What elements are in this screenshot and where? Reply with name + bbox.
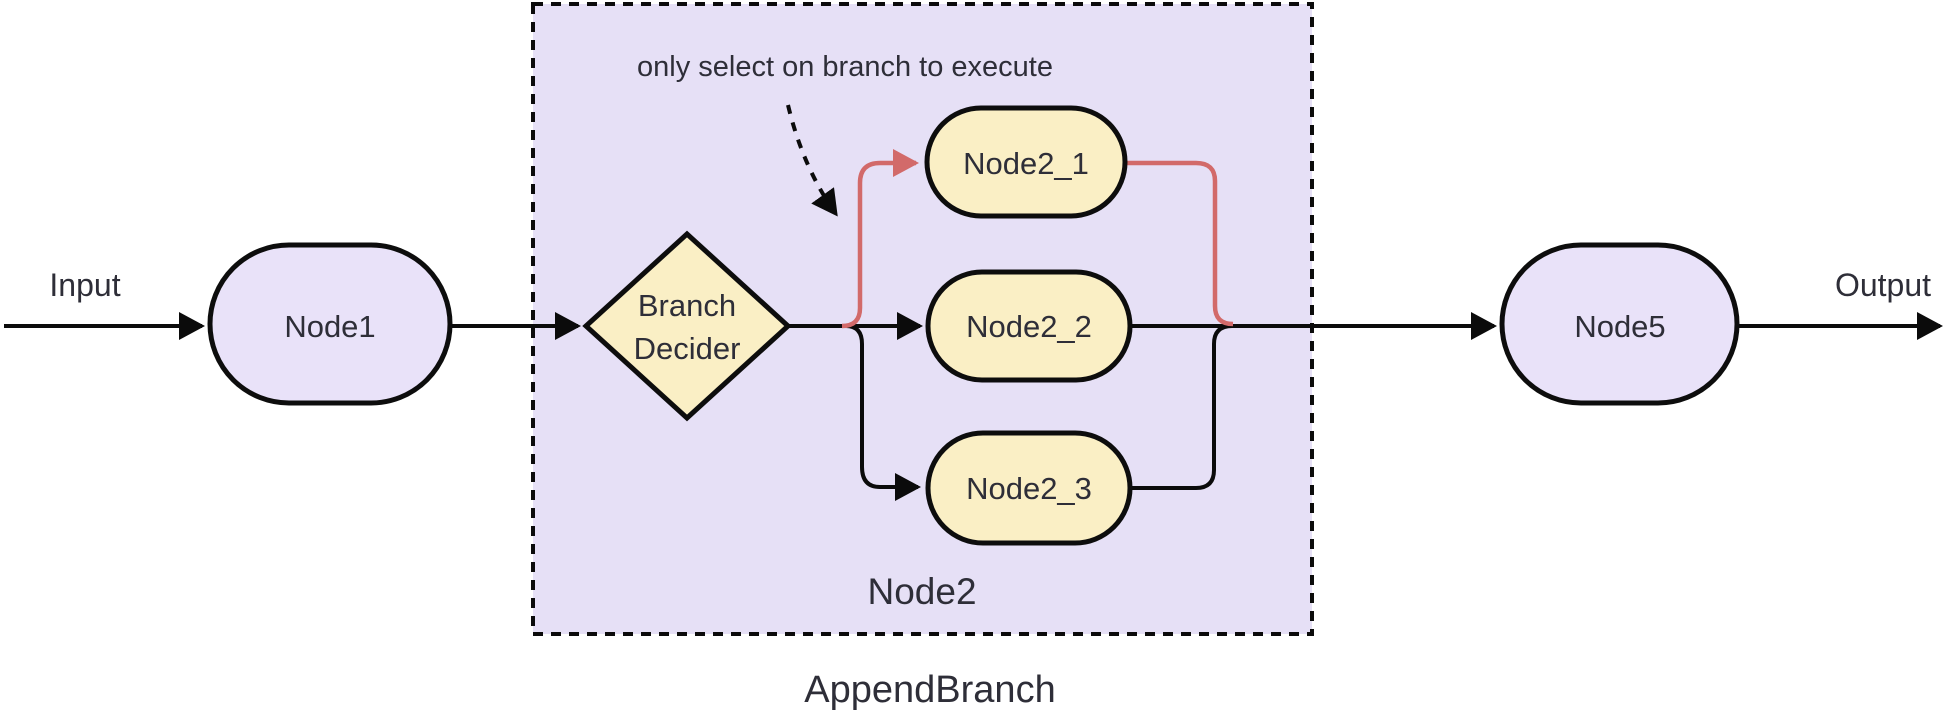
node2-2-label: Node2_2 [966, 309, 1092, 344]
node-node1 [207, 242, 453, 406]
output-label: Output [1835, 267, 1931, 303]
node2-subgraph-title: Node2 [867, 571, 976, 612]
node-node5 [1499, 242, 1740, 406]
node-branch-decider-diamond [582, 230, 792, 422]
annotation-text: only select on branch to execute [637, 51, 1053, 83]
edge-node2-3-merge [1132, 324, 1233, 490]
edge-decider-to-node2-3 [845, 324, 921, 501]
node-node2-2 [925, 269, 1133, 383]
node5-label: Node5 [1574, 309, 1665, 344]
edge-node2-1-merge-red [1125, 160, 1234, 327]
annotation-dashed-arrow [786, 104, 838, 217]
input-label: Input [49, 267, 120, 303]
node1-label: Node1 [284, 309, 375, 344]
node2-3-label: Node2_3 [966, 471, 1092, 506]
black-edges [4, 104, 1943, 501]
node-node2-3 [925, 430, 1133, 546]
node2-1-label: Node2_1 [963, 146, 1089, 181]
append-branch-caption: AppendBranch [804, 669, 1055, 711]
branch-decider-label-line1: Branch [638, 288, 736, 323]
diagram-labels: Input Output Node1 Branch Decider Node2_… [49, 51, 1931, 711]
edge-decider-to-node2-1-red [841, 149, 919, 329]
selected-branch-edges [841, 149, 1234, 329]
node-node2-1 [924, 105, 1128, 219]
branch-decider-label-line2: Decider [634, 331, 741, 366]
